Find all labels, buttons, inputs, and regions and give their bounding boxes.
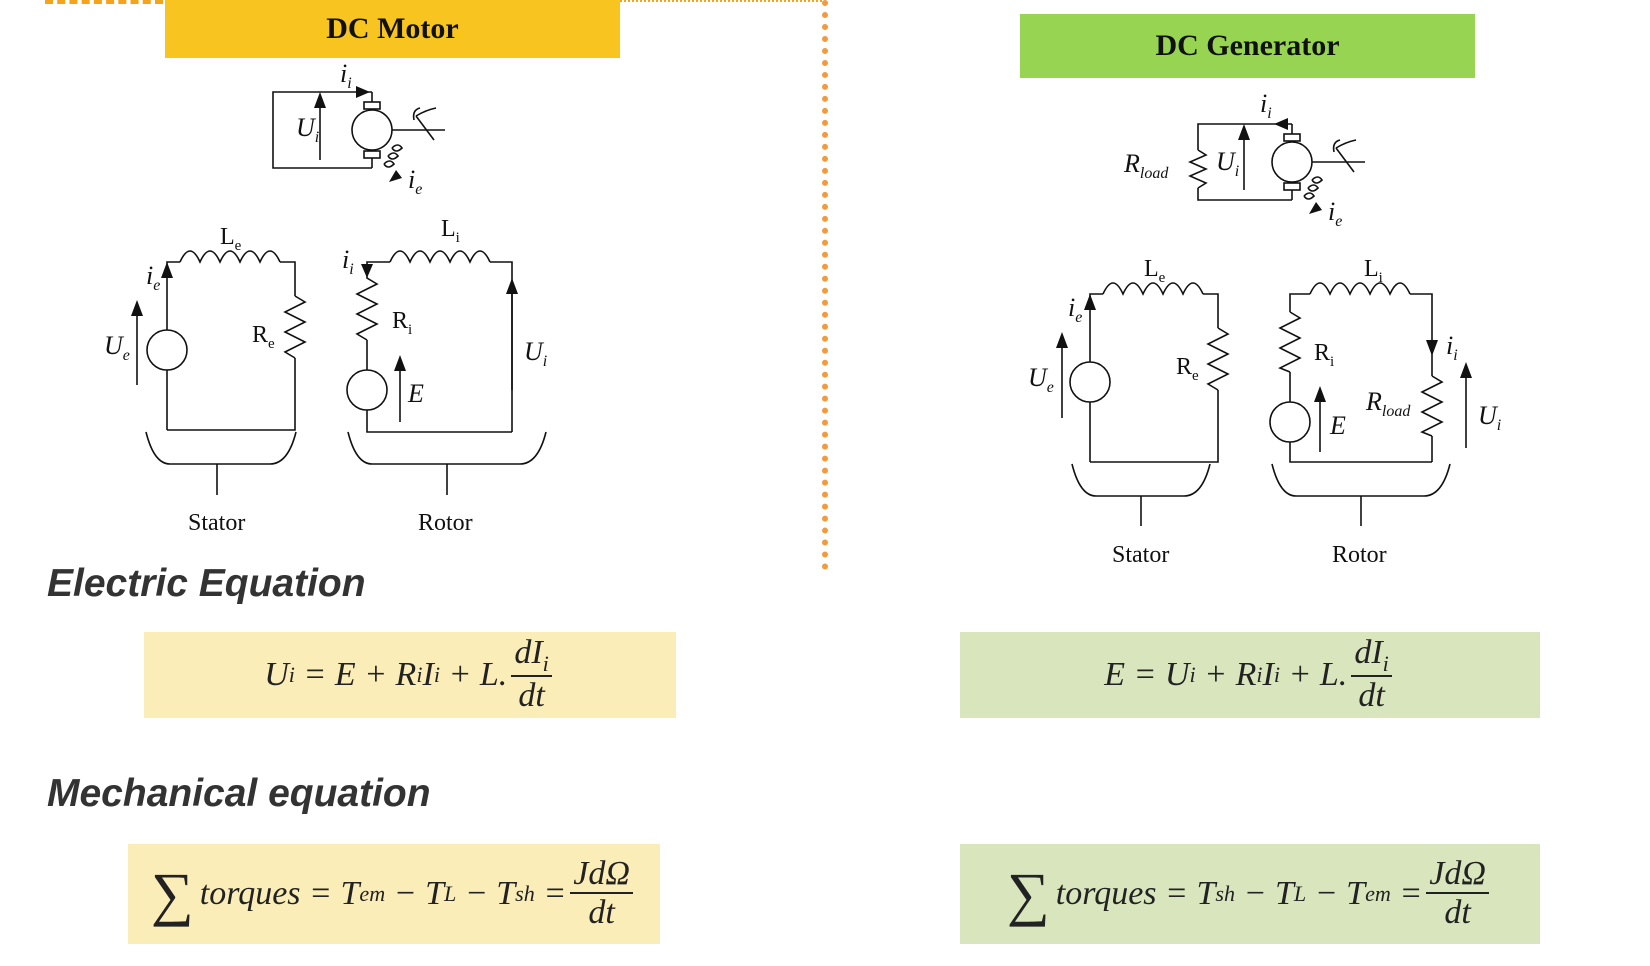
motor-label-ui: Ui <box>524 337 547 370</box>
generator-label-rload: Rload <box>1365 387 1411 420</box>
generator-stator-brace <box>1071 463 1211 497</box>
generator-le-inductor <box>1102 282 1204 296</box>
generator-label-ii-small: ii <box>1260 89 1272 122</box>
motor-rotor-label: Rotor <box>418 510 473 536</box>
motor-label-ue: Ue <box>104 331 130 364</box>
generator-label-re: Re <box>1176 354 1199 384</box>
motor-label-le: Le <box>220 224 242 254</box>
motor-schematic-loop <box>272 91 372 169</box>
motor-label-ii-top: ii <box>340 59 352 92</box>
electric-equation-heading: Electric Equation <box>47 562 366 605</box>
generator-rload-small <box>1188 149 1208 189</box>
mechanical-equation-heading: Mechanical equation <box>47 772 431 815</box>
motor-label-li: Li <box>441 216 460 246</box>
motor-rotor-brace <box>347 431 547 465</box>
sigma-icon: ∑ <box>151 861 194 927</box>
generator-machine-symbol <box>1271 141 1313 183</box>
motor-label-e: E <box>407 379 424 408</box>
generator-label-ii: ii <box>1446 331 1458 364</box>
generator-diagram: Rload Ui ii ie ie Ue E Rload ii Ui Le Li… <box>1028 89 1501 568</box>
generator-label-ue: Ue <box>1028 363 1054 396</box>
motor-label-ie: ie <box>146 261 160 294</box>
generator-re-resistor <box>1206 327 1230 391</box>
generator-e-source <box>1269 401 1311 443</box>
generator-label-le: Le <box>1144 256 1166 286</box>
generator-rotor-brace <box>1271 463 1451 497</box>
generator-li-inductor <box>1309 282 1411 296</box>
motor-stator-label: Stator <box>188 510 245 536</box>
motor-label-ui-top: Ui <box>296 113 319 146</box>
motor-li-inductor <box>389 250 491 264</box>
motor-e-source <box>346 369 388 411</box>
motor-title: DC Motor <box>326 12 459 45</box>
generator-label-e: E <box>1329 411 1346 440</box>
motor-le-inductor <box>179 250 281 264</box>
generator-title: DC Generator <box>1155 29 1340 62</box>
motor-ri-resistor <box>355 268 379 341</box>
generator-label-ie-small: ie <box>1328 197 1342 230</box>
motor-machine-symbol <box>351 109 393 151</box>
motor-stator-brace <box>145 431 297 465</box>
motor-field-coil <box>383 144 404 168</box>
section-divider <box>822 0 828 570</box>
motor-label-ii: ii <box>342 245 354 278</box>
generator-label-ie: ie <box>1068 293 1082 326</box>
generator-label-ri: Ri <box>1314 340 1334 370</box>
generator-label-ui: Ui <box>1478 401 1501 434</box>
generator-ri-resistor <box>1278 311 1302 373</box>
generator-label-rload-small: Rload <box>1123 149 1169 182</box>
generator-rload-resistor <box>1420 375 1444 437</box>
generator-stator-label: Stator <box>1112 542 1169 568</box>
generator-ue-source <box>1069 361 1111 403</box>
generator-label-ui-small: Ui <box>1216 147 1239 180</box>
motor-title-banner: DC Motor <box>165 0 620 58</box>
generator-title-banner: DC Generator <box>1020 14 1475 78</box>
motor-diagram: Ui ii ie ie Ue ii E Ui Le Li Re Ri Stato… <box>104 59 547 536</box>
generator-field-coil <box>1303 176 1324 200</box>
motor-label-ie-top: ie <box>408 165 422 198</box>
top-dotted-line <box>600 0 822 2</box>
motor-label-re: Re <box>252 322 275 352</box>
sigma-icon: ∑ <box>1007 861 1050 927</box>
top-dashed-line <box>45 0 163 4</box>
motor-re-resistor <box>283 295 307 359</box>
motor-ue-source <box>146 329 188 371</box>
generator-rotor-label: Rotor <box>1332 542 1387 568</box>
generator-label-li: Li <box>1364 256 1383 286</box>
motor-label-ri: Ri <box>392 308 412 338</box>
